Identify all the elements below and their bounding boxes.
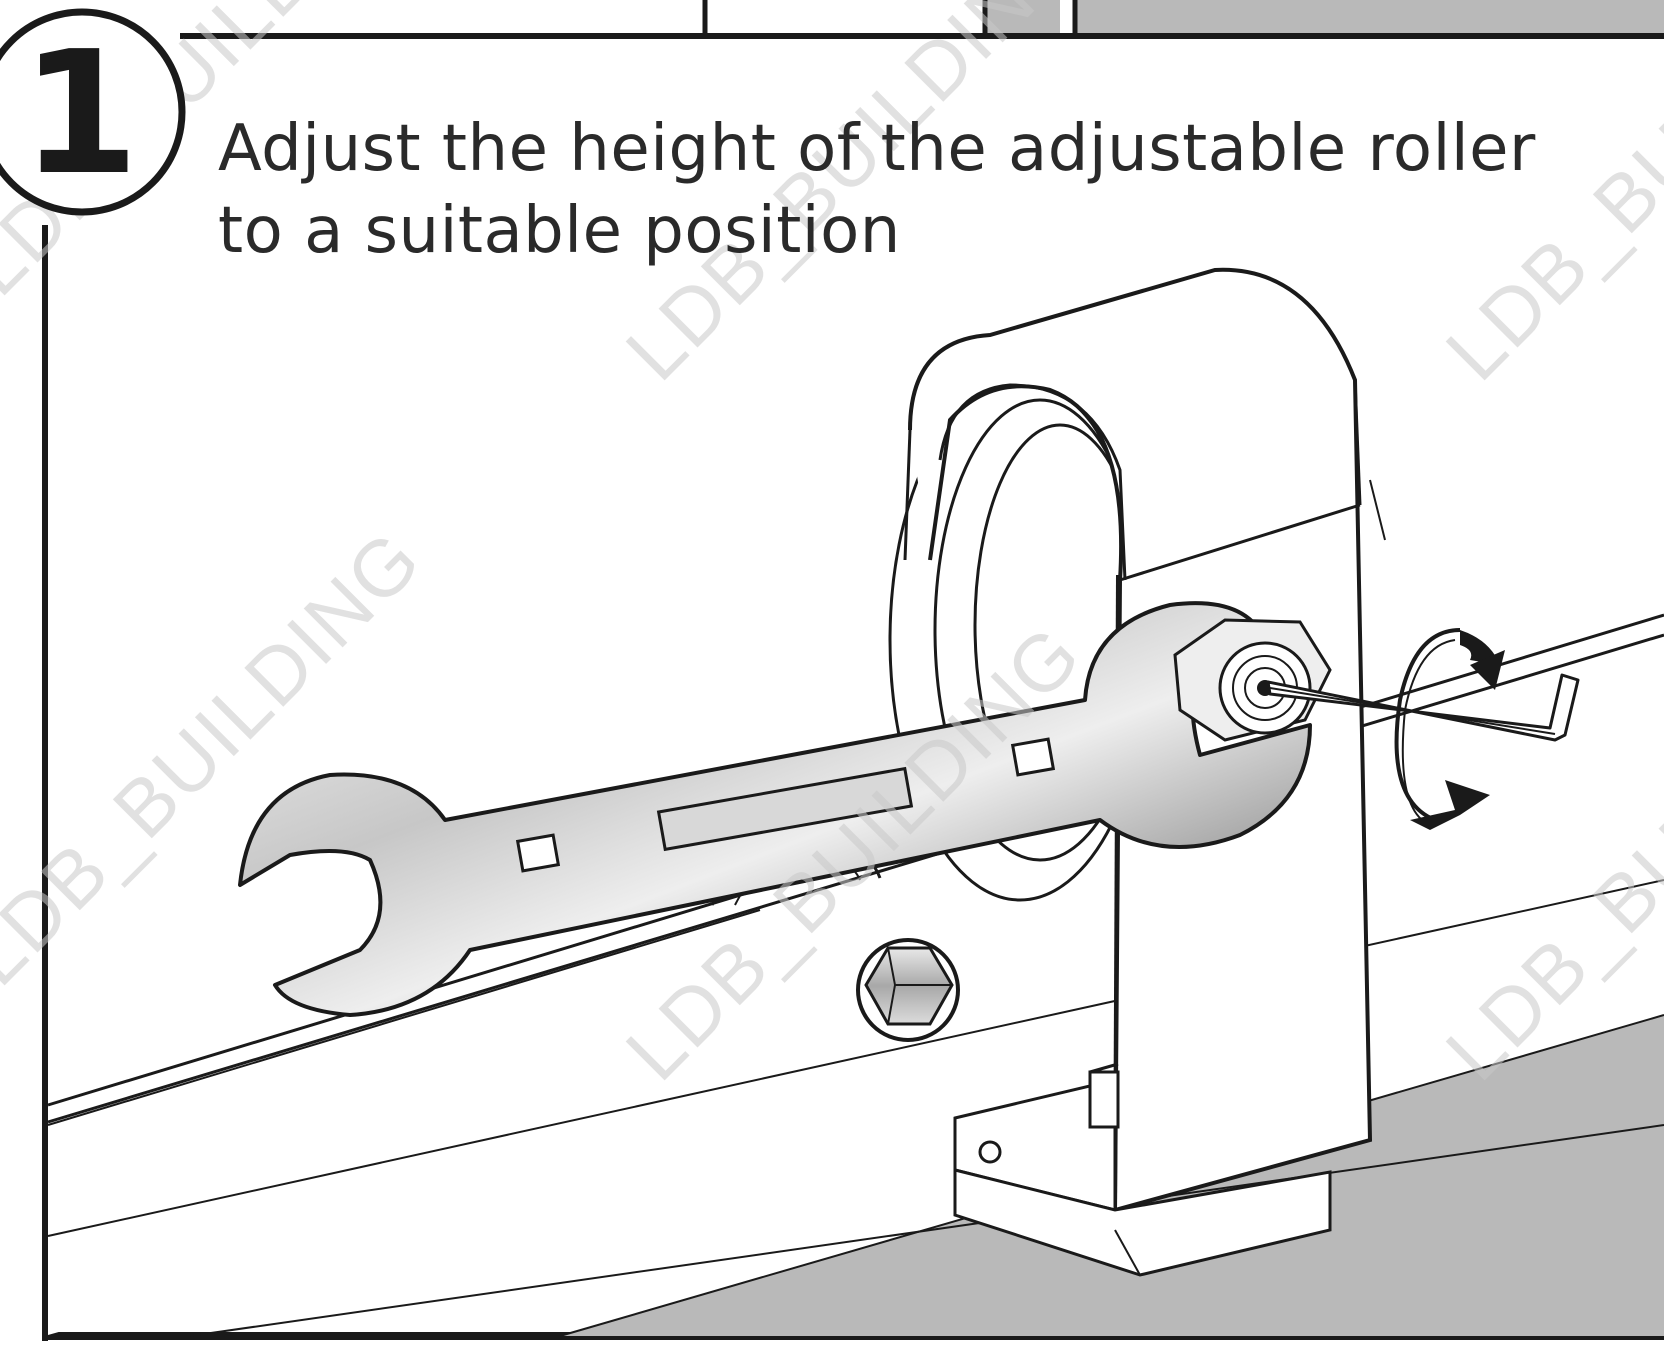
rail-bolt <box>856 938 960 1042</box>
watermark-text: LDB_BUILDING <box>0 513 438 1002</box>
allen-key-icon <box>1266 673 1580 742</box>
instruction-text: Adjust the height of the adjustable roll… <box>218 108 1536 272</box>
instruction-line-2: to a suitable position <box>218 194 901 268</box>
instruction-line-1: Adjust the height of the adjustable roll… <box>218 112 1536 186</box>
adjacent-panels <box>702 0 1664 36</box>
rotation-arrow-icon <box>1394 628 1505 830</box>
adjustment-nut <box>1173 618 1332 742</box>
step-number-badge: 1 <box>0 8 186 216</box>
open-end-wrench-icon <box>238 601 1312 1017</box>
step-number: 1 <box>21 15 139 213</box>
